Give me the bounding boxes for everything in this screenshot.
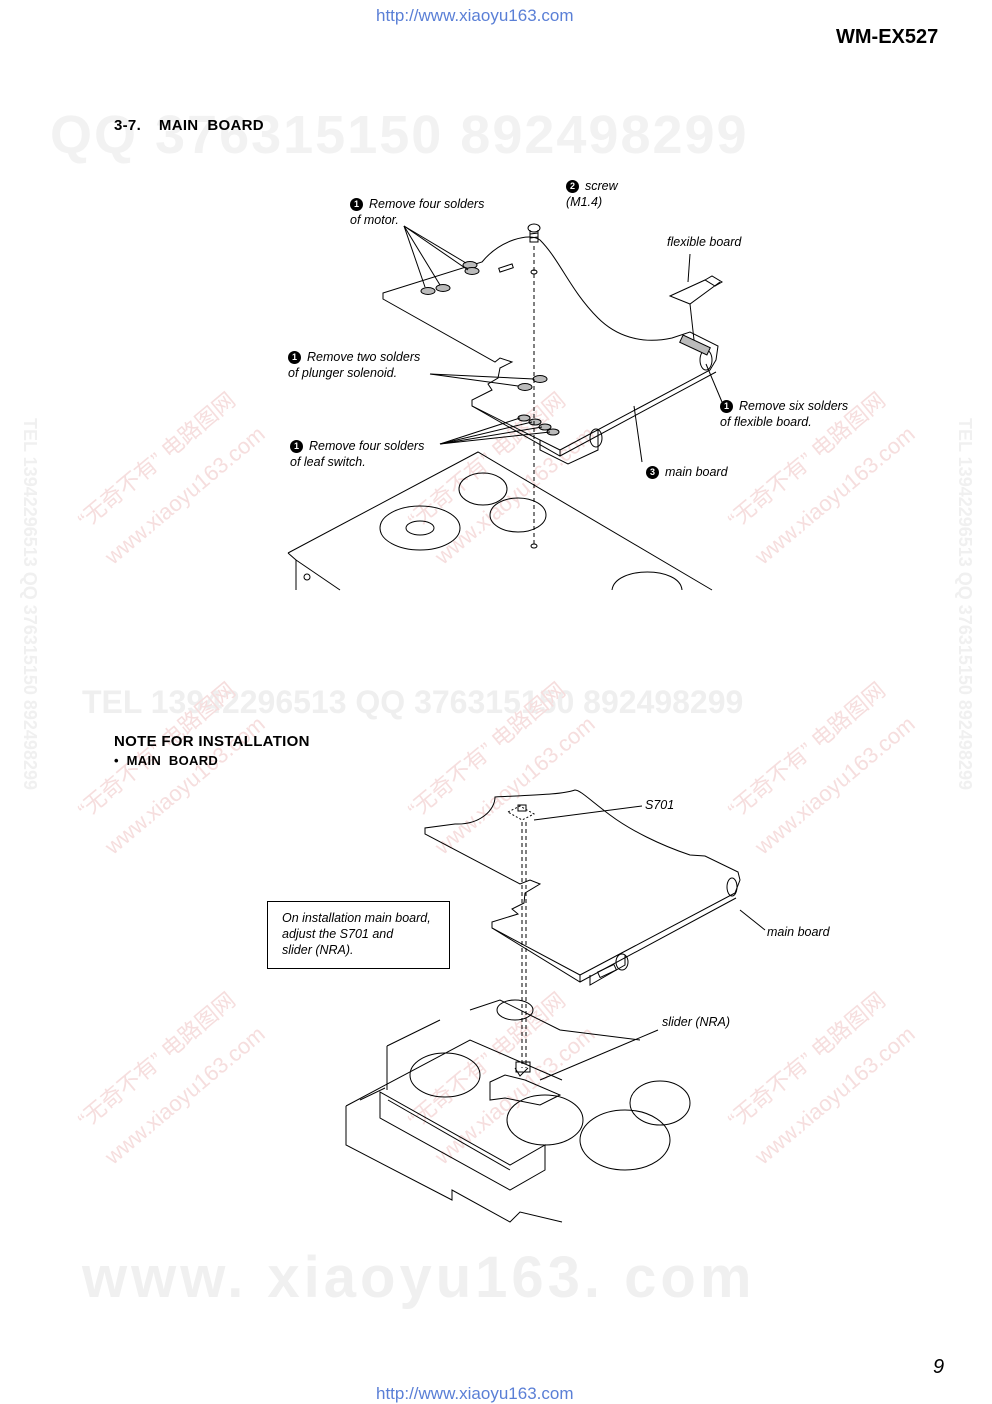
step-number-badge: 3	[646, 466, 659, 479]
model-number: WM-EX527	[836, 26, 939, 48]
step-number-badge: 1	[288, 351, 301, 364]
step-number-badge: 1	[720, 400, 733, 413]
step-number-badge: 2	[566, 180, 579, 193]
label-text: Remove four solders of leaf switch.	[290, 439, 425, 469]
section-title: 3-7. MAIN BOARD	[114, 117, 264, 134]
header-url-link[interactable]: http://www.xiaoyu163.com	[376, 6, 574, 25]
label-text: screw (M1.4)	[566, 179, 618, 209]
label-slider-nra: slider (NRA)	[662, 1015, 731, 1029]
label-text: Remove two solders of plunger solenoid.	[288, 350, 421, 380]
label-text: main board	[665, 465, 728, 479]
footer-url-link[interactable]: http://www.xiaoyu163.com	[376, 1384, 574, 1403]
watermark-tel: TEL 13942296513 QQ 376315150 892498299	[82, 684, 744, 720]
step-number-badge: 1	[290, 440, 303, 453]
label-main-board-2: main board	[767, 925, 830, 939]
label-main-board: 3 main board	[646, 464, 728, 480]
label-text: Remove four solders of motor.	[350, 197, 485, 227]
watermark-qq: QQ 376315150 892498299	[50, 105, 749, 165]
note-subtitle: • MAIN BOARD	[114, 753, 219, 768]
step-number-badge: 1	[350, 198, 363, 211]
watermark-bottom: www. xiaoyu163. com	[82, 1245, 756, 1310]
installation-instruction-box: On installation main board, adjust the S…	[267, 901, 450, 969]
page-number: 9	[933, 1356, 945, 1378]
note-title: NOTE FOR INSTALLATION	[114, 733, 310, 750]
label-text: Remove six solders of flexible board.	[720, 399, 849, 429]
label-s701: S701	[645, 798, 675, 812]
label-flexible-board: flexible board	[667, 235, 742, 249]
